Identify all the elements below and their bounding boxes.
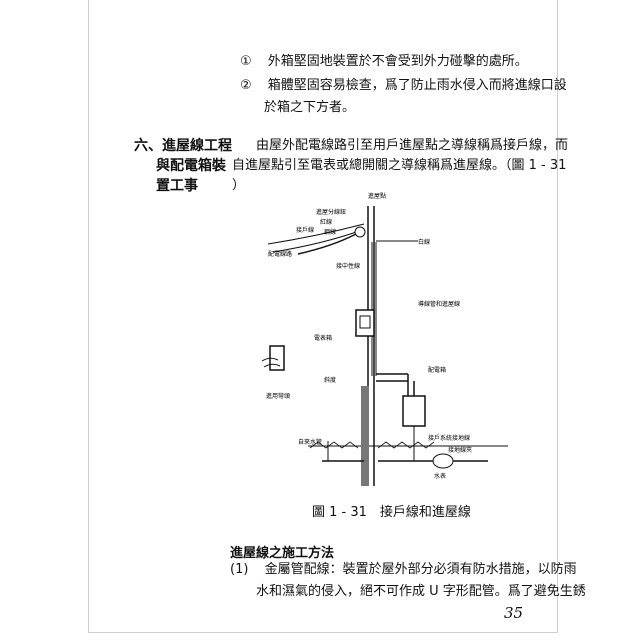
label-distribution-line: 配電線路 [268, 250, 292, 258]
label-ground-conductor: 接戶系統接地線 [428, 434, 470, 442]
list-text: 箱體堅固容易檢查，爲了防止雨水侵入而將進線口設 [267, 78, 567, 93]
list-item-1: ① 外箱堅固地裝置於不會受到外力碰擊的處所。 [240, 54, 528, 70]
label-slope: 斜度 [324, 376, 336, 384]
label-entry-point: 進屋點 [368, 192, 386, 200]
label-meter-box: 電表箱 [314, 334, 332, 342]
method-item-number: (1) [230, 562, 249, 577]
label-white-line: 白線 [418, 238, 430, 246]
method-heading: 進屋線之施工方法 [230, 546, 335, 561]
section-heading-line-3: 置工事 [156, 178, 198, 194]
list-item-2: ② 箱體堅固容易檢查，爲了防止雨水侵入而將進線口設 [240, 78, 567, 94]
label-water-pipe: 自來水管 [298, 438, 322, 446]
section-paragraph-line-3: ） [232, 178, 246, 193]
label-steel-wire: 鋼線 [324, 228, 336, 236]
list-item-2-continuation: 於箱之下方者。 [264, 100, 356, 115]
method-item-1-continuation: 水和濕氣的侵入，絕不可作成 U 字形配管。爲了避免生銹 [256, 584, 586, 599]
section-paragraph-line-2: 自進屋點引至電表或總開關之導線稱爲進屋線。（圖 1 - 31 [232, 158, 567, 173]
service-entrance-figure: 進屋點 進屋分線鈕 紅線 鋼線 接戶線 配電線路 接中性線 白線 導線管和進屋線… [238, 186, 508, 496]
list-number: ② [240, 78, 252, 93]
list-number: ① [240, 54, 252, 69]
method-item-1: (1) 金屬管配線：裝置於屋外部分必須有防水措施，以防雨 [230, 562, 577, 578]
label-ground-wire: 接地線夾 [448, 446, 472, 454]
page-border [88, 0, 558, 633]
label-service-head: 進用彎頭 [266, 392, 290, 400]
section-heading-line-2: 與配電箱裝 [156, 158, 226, 174]
label-neutral: 接中性線 [336, 262, 360, 270]
page-number: 35 [504, 604, 524, 622]
figure-caption: 圖 1 - 31 接戶線和進屋線 [312, 505, 471, 520]
label-service-drop: 接戶線 [296, 226, 314, 234]
list-text: 外箱堅固地裝置於不會受到外力碰擊的處所。 [267, 54, 528, 69]
figure-drawing: 進屋點 進屋分線鈕 紅線 鋼線 接戶線 配電線路 接中性線 白線 導線管和進屋線… [261, 192, 508, 486]
label-red-line: 紅線 [320, 218, 332, 226]
section-heading-line-1: 六、進屋線工程 [134, 138, 232, 154]
method-item-text: 金屬管配線：裝置於屋外部分必須有防水措施，以防雨 [264, 562, 577, 577]
label-conduit: 導線管和進屋線 [418, 300, 460, 308]
label-water-meter: 水表 [434, 472, 446, 480]
section-paragraph-line-1: 由屋外配電線路引至用戶進屋點之導線稱爲接戶線，而 [256, 138, 569, 153]
label-panel: 配電箱 [428, 366, 446, 374]
label-service-insulator: 進屋分線鈕 [316, 208, 346, 216]
